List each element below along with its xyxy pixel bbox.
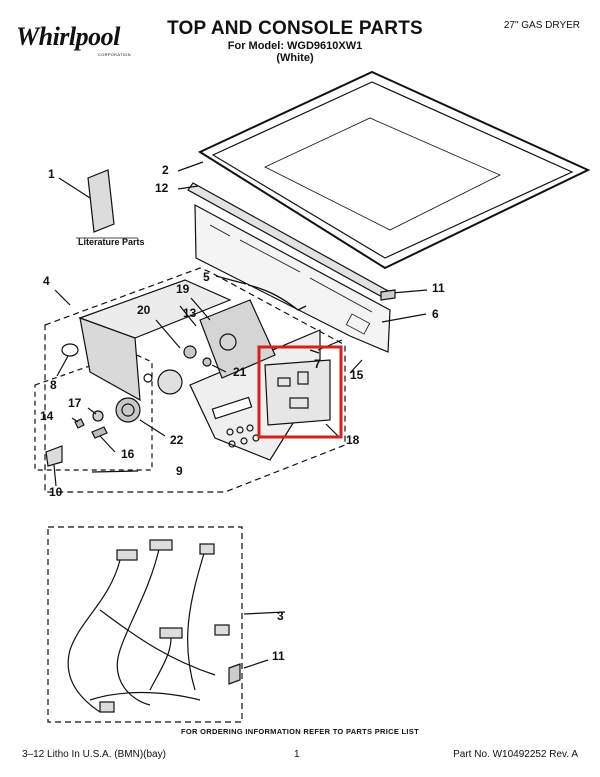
callout-12: 12	[155, 181, 169, 195]
page-title: TOP AND CONSOLE PARTS	[167, 18, 423, 39]
callout-4: 4	[43, 274, 50, 288]
part-number: Part No. W10492252 Rev. A	[453, 749, 578, 760]
callout-9: 9	[176, 464, 183, 478]
model-info: For Model: WGD9610XW1 (White)	[150, 40, 440, 64]
callout-13: 13	[183, 306, 197, 320]
callout-20: 20	[137, 303, 151, 317]
callout-18: 18	[346, 433, 360, 447]
callout-3: 3	[277, 609, 284, 623]
callout-5: 5	[203, 270, 210, 284]
color-line: (White)	[276, 52, 314, 64]
callout-11a: 11	[432, 281, 445, 295]
leader-2	[177, 161, 204, 172]
highlight-box	[257, 345, 343, 439]
logo-wordmark: Whirlpool	[16, 22, 120, 51]
model-line: For Model: WGD9610XW1	[227, 40, 363, 52]
callout-6: 6	[432, 307, 439, 321]
logo-subtext: CORPORATION	[98, 52, 131, 57]
literature-parts-label: Literature Parts	[78, 237, 145, 247]
callout-7: 7	[314, 357, 321, 371]
callout-21: 21	[233, 365, 247, 379]
callout-22: 22	[170, 433, 184, 447]
callout-14: 14	[40, 409, 54, 423]
callout-2: 2	[162, 163, 169, 177]
callout-19: 19	[176, 282, 190, 296]
litho-info: 3–12 Litho In U.S.A. (BMN)(bay)	[22, 749, 166, 760]
leader-1	[58, 177, 91, 199]
callout-10: 10	[49, 485, 63, 499]
dryer-top-panel	[197, 70, 591, 270]
callout-16: 16	[121, 447, 135, 461]
document-type: 27" GAS DRYER	[503, 20, 580, 31]
callout-11b: 11	[272, 649, 285, 663]
callout-1: 1	[48, 167, 55, 181]
literature-book	[87, 169, 115, 233]
whirlpool-logo: Whirlpool CORPORATION	[10, 18, 135, 58]
ordering-note: FOR ORDERING INFORMATION REFER TO PARTS …	[181, 727, 419, 736]
callout-15: 15	[350, 368, 364, 382]
callout-8: 8	[50, 378, 57, 392]
callout-17: 17	[68, 396, 82, 410]
page-number: 1	[294, 749, 300, 760]
